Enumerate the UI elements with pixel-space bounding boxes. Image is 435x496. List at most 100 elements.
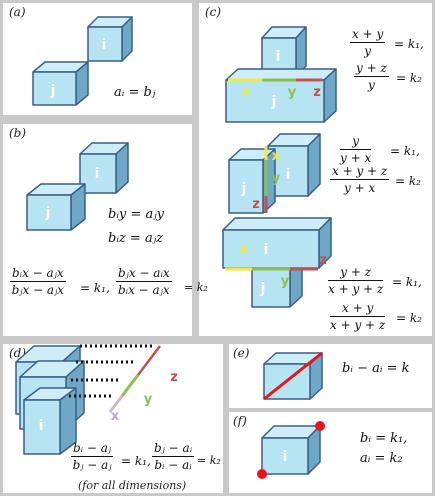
fraction-denominator: bⱼx − aⱼx [11,283,65,297]
panel-b-label: (b) [9,126,27,140]
fraction-numerator: y + z [354,61,389,77]
fraction-denominator: bᵢ − aᵢ [154,458,192,472]
panel-c-top-rhs-2: = k₂ [396,71,422,85]
cube-front-face [26,194,72,231]
panel-f-cube [261,425,321,475]
panel-f-eq1: bᵢ = k₁, [360,431,408,446]
panel-d-y-segment [120,374,140,397]
panel-c-bot-rhs-2: = k₂ [396,311,422,325]
cube-front-face [225,79,325,123]
panel-f-corner-dot-b [315,421,325,431]
panel-a-cube-i-label: i [101,37,107,53]
panel-d-x-label: x [110,409,120,424]
panel-c-mid-rhs-1: = k₁, [390,144,420,158]
cube-front-face [261,437,309,475]
panel-b-cube-i-label: i [94,166,100,182]
panel-f-label: (f) [233,414,247,428]
fraction-numerator: bⱼ − aᵢ [152,441,195,457]
cube-top-face [222,217,332,231]
panel-c-mid-y-label: y [271,171,281,186]
cube-front-face [251,267,291,308]
fraction-numerator: x + y [330,302,386,317]
panel-f-eq2: aᵢ = k₂ [360,451,403,466]
cube-front-face [87,26,123,62]
cube-side-face [307,133,321,197]
fraction-denominator: x + y + z [330,318,386,332]
panel-e-equation: bᵢ − aᵢ = k [342,361,410,376]
panel-d-cube-i-label: i [38,418,44,434]
panel-c-mid-cube-j-label: j [241,181,247,197]
panel-b-cube-i [79,142,129,194]
cube-front-face [79,153,117,194]
panel-c-bot-rhs-1: = k₁, [392,275,422,289]
panel-a-cube-j-label: j [50,83,56,99]
cube-top-face [225,68,337,81]
panel-d-rhs-2: = k₂ [197,454,221,467]
panel-f-cube-label: i [282,449,288,465]
panel-c-top-x-label: x [241,85,251,100]
panel-c-mid-cube-i-label: i [285,167,291,183]
cube-front-face [222,229,320,269]
fraction-denominator: bᵢx − aⱼx [118,283,170,297]
fraction-numerator: bᵢ − aⱼ [71,441,114,457]
panel-c-bot-z-label: z [319,253,327,268]
cube-front-face [23,399,61,455]
fraction-denominator: bⱼ − aⱼ [72,458,112,472]
panel-d-y-label: y [143,392,153,407]
panel-c-mid-z-label: z [252,197,260,212]
panel-b-cube-j [26,183,86,231]
fraction-denominator: y + x [344,181,376,195]
panel-a-label: (a) [9,5,26,19]
cube-front-face [228,159,264,214]
panel-b-eq1: bᵢy = aⱼy [108,207,164,222]
fraction-denominator: x + y + z [328,282,384,296]
panel-d-note: (for all dimensions) [78,479,187,492]
panel-c-top-cube-i-label: i [275,49,281,65]
panel-b-rhs-2: = k₂ [184,281,208,294]
panel-c-top-z-label: z [313,85,321,100]
panel-d-x-segment [108,395,124,413]
panel-c-bot-y-label: y [280,274,290,289]
panel-c-label: (c) [205,5,222,19]
fraction-numerator: y [340,135,372,150]
panel-c-mid-cube-j [228,148,276,214]
fraction-numerator: y + z [328,266,384,281]
panel-a-cube-i [87,16,133,62]
panel-e-diagonal [263,351,323,401]
panel-d-cube-front [23,387,77,455]
panel-f-corner-dot-a [257,469,267,479]
panel-b-cube-j-label: j [45,205,51,221]
panel-b-rhs-1: = k₁, [80,281,110,295]
panel-d-z-segment [137,345,161,376]
panel-c-mid-rhs-2: = k₂ [395,174,421,188]
panel-b-eq2: bᵢz = aⱼz [108,231,163,246]
panel-a-equation: aᵢ = bⱼ [114,85,156,100]
panel-c-top-rhs-1: = k₁, [394,37,424,51]
panel-e [229,344,432,408]
fraction-denominator: y [364,44,371,58]
panel-c-bot-x-label: x [239,242,249,257]
cube-front-face [32,71,77,106]
fraction-numerator: bᵢx − aⱼx [10,266,66,282]
fraction-denominator: y [368,78,375,92]
fraction-numerator: x + y + z [330,164,390,180]
panel-c-bot-cube-i-label: i [263,242,269,258]
fraction-numerator: x + y [350,27,386,43]
fraction-numerator: bⱼx − aᵢx [116,266,172,282]
panel-c-top-y-label: y [287,85,297,100]
panel-c-mid-cube-i [267,133,321,197]
panel-d-z-label: z [170,370,178,385]
panel-c-top-cube-j-label: j [271,94,277,110]
